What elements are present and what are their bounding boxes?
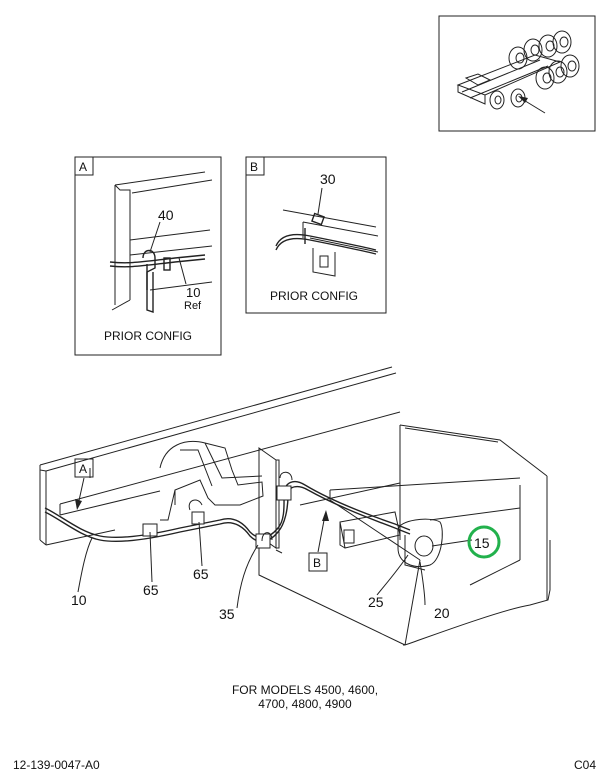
locator-view <box>438 15 596 132</box>
part-number: 12-139-0047-A0 <box>13 758 100 772</box>
inset-b-letter: B <box>250 160 258 174</box>
callout-30: 30 <box>320 171 336 187</box>
wire-harness <box>44 480 411 543</box>
inset-a-clip <box>109 249 206 313</box>
inset-a-caption: PRIOR CONFIG <box>104 329 192 343</box>
callout-15: 15 <box>474 535 490 551</box>
wire-clip <box>142 471 293 549</box>
callout-20: 20 <box>434 605 450 621</box>
view-tag-a: A <box>79 462 87 476</box>
models-line-2: 4700, 4800, 4900 <box>258 697 352 711</box>
callout-10-ref: 10 <box>186 285 200 300</box>
rear-box <box>299 424 551 646</box>
inset-b: 30 B PRIOR CONFIG <box>245 156 387 314</box>
ref-label: Ref <box>184 300 202 312</box>
inset-b-caption: PRIOR CONFIG <box>270 289 358 303</box>
models-line-1: FOR MODELS 4500, 4600, <box>231 683 379 697</box>
mount-plate <box>258 447 406 646</box>
square-tube <box>339 511 401 549</box>
main-illustration: A B 10 65 65 35 25 20 15 <box>39 366 551 646</box>
callout-65-right: 65 <box>193 566 209 582</box>
wheel-group <box>489 30 580 110</box>
view-tag-b: B <box>313 556 321 570</box>
callout-25: 25 <box>368 594 384 610</box>
inset-a: 40 10 Ref A PRIOR CONFIG <box>74 156 222 356</box>
highlight-circle <box>467 525 501 559</box>
sheet-code: C04 <box>574 758 597 772</box>
frame-rail <box>39 366 401 546</box>
crossmember <box>159 440 264 521</box>
inset-a-letter: A <box>79 160 87 174</box>
locator-arrow-icon <box>518 96 546 114</box>
callout-65-left: 65 <box>143 582 159 598</box>
callout-35: 35 <box>219 606 235 622</box>
callout-40: 40 <box>158 207 174 223</box>
callout-10: 10 <box>71 592 87 608</box>
